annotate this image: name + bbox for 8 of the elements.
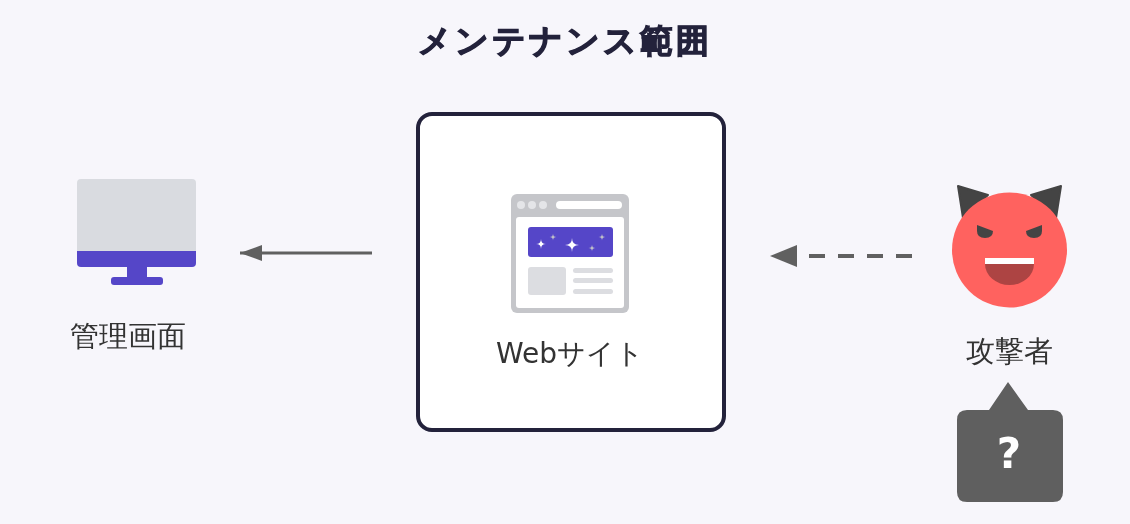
title: メンテナンス範囲 [418,20,712,62]
box-label: Webサイト [496,337,644,371]
node-caption: 管理画面 [70,319,186,353]
dashed-arrow [770,245,912,267]
arrow [240,245,372,261]
system-box [416,112,726,432]
bubble-text: ? [996,429,1022,479]
node-caption: 攻撃者 [965,334,1053,368]
